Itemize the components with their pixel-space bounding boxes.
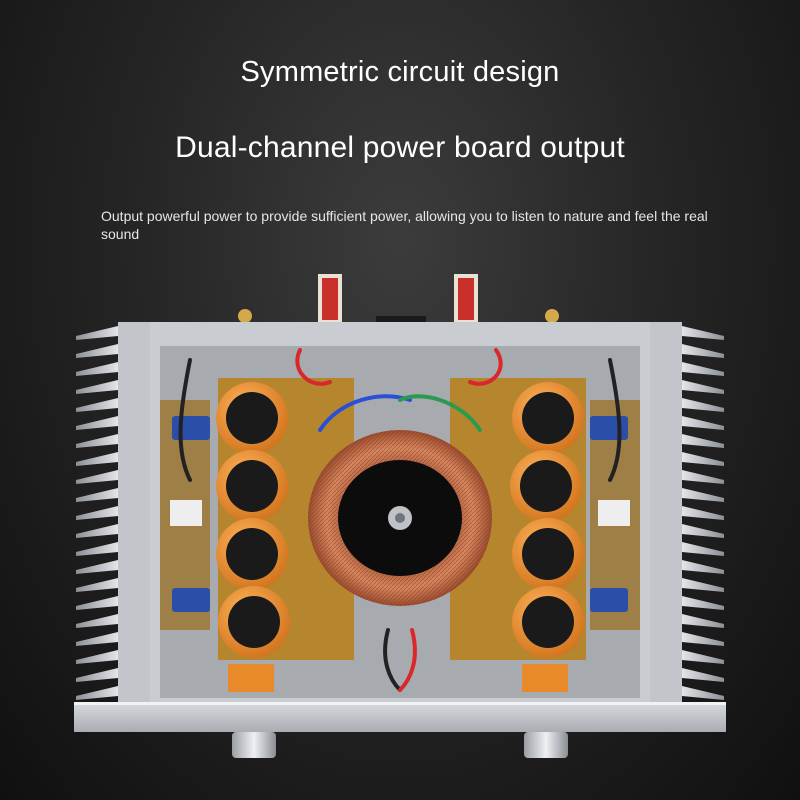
left-heatsink xyxy=(76,322,152,720)
headline-line-1: Symmetric circuit design xyxy=(240,56,560,88)
toroidal-transformer xyxy=(308,430,492,606)
headline-line-2: Dual-channel power board output xyxy=(175,131,625,164)
left-capacitor-bank xyxy=(216,382,290,658)
right-capacitor-bank xyxy=(510,382,584,658)
left-knob xyxy=(232,732,276,758)
amplifier-photo xyxy=(74,274,726,758)
wiring xyxy=(178,348,622,692)
rear-terminals xyxy=(238,274,559,330)
right-heatsink xyxy=(648,322,724,720)
front-panel xyxy=(74,702,726,732)
right-knob xyxy=(524,732,568,758)
description-text: Output powerful power to provide suffici… xyxy=(101,208,708,242)
